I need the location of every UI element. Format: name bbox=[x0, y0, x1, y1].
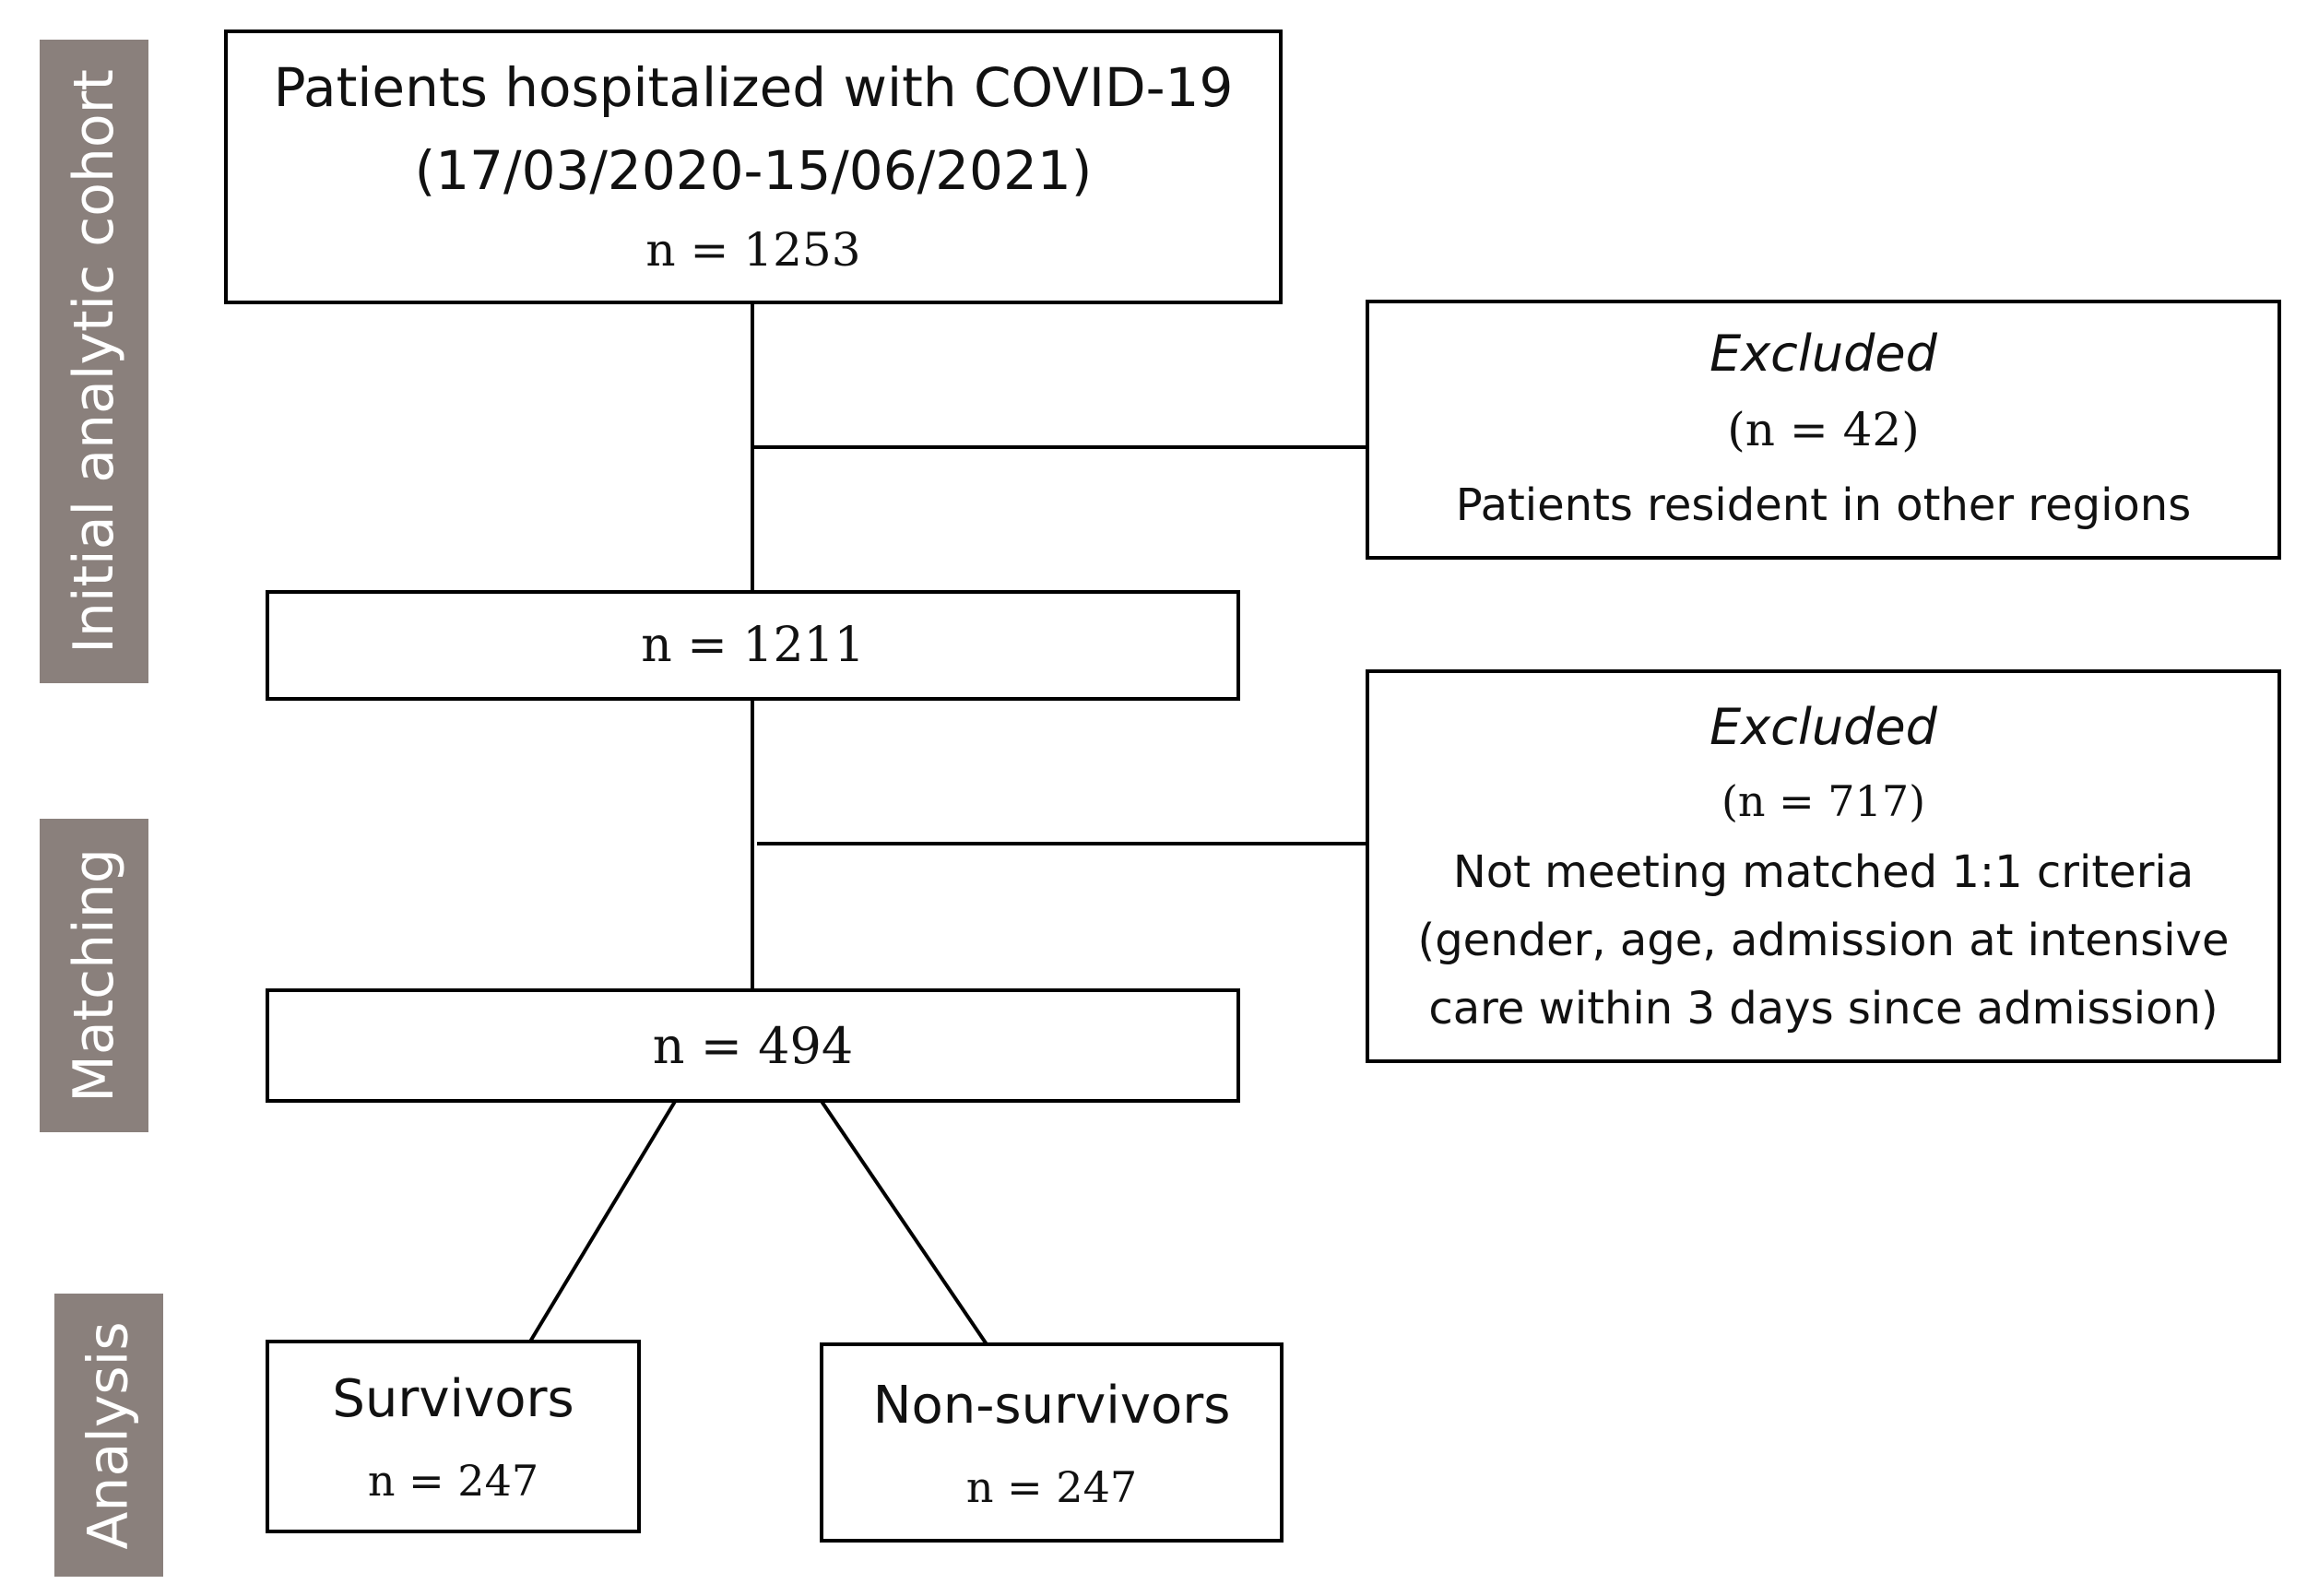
cohort-title-line2: (17/03/2020-15/06/2021) bbox=[414, 139, 1093, 202]
connector-494-to-survivors bbox=[528, 1098, 678, 1343]
box-after-exclusion: n = 1211 bbox=[266, 590, 1240, 701]
excluded-2-reason-line2: (gender, age, admission at intensive bbox=[1417, 914, 2230, 966]
box-survivors: Survivors n = 247 bbox=[266, 1340, 641, 1533]
connector-494-to-non-survivors bbox=[819, 1098, 988, 1346]
excluded-1-reason: Patients resident in other regions bbox=[1455, 479, 2192, 531]
survivors-count: n = 247 bbox=[367, 1456, 539, 1506]
stage-label-initial-cohort: Initial analytic cohort bbox=[40, 40, 148, 683]
box-cohort: Patients hospitalized with COVID-19 (17/… bbox=[224, 30, 1283, 304]
cohort-count: n = 1253 bbox=[645, 223, 861, 277]
after-exclusion-count: n = 1211 bbox=[641, 618, 865, 673]
excluded-2-heading: Excluded bbox=[1710, 697, 1937, 756]
box-non-survivors: Non-survivors n = 247 bbox=[820, 1342, 1284, 1543]
stage-label-analysis: Analysis bbox=[54, 1294, 163, 1577]
stage-label-matching: Matching bbox=[40, 819, 148, 1132]
excluded-2-reason-line1: Not meeting matched 1:1 criteria bbox=[1452, 845, 2195, 898]
box-matched: n = 494 bbox=[266, 988, 1240, 1103]
non-survivors-label: Non-survivors bbox=[872, 1375, 1231, 1436]
excluded-2-count: (n = 717) bbox=[1721, 775, 1926, 826]
box-excluded-1: Excluded (n = 42) Patients resident in o… bbox=[1366, 300, 2281, 560]
excluded-2-reason-line3: care within 3 days since admission) bbox=[1428, 982, 2218, 1034]
excluded-1-count: (n = 42) bbox=[1727, 403, 1920, 456]
survivors-label: Survivors bbox=[332, 1369, 574, 1429]
excluded-1-heading: Excluded bbox=[1710, 325, 1937, 383]
box-excluded-2: Excluded (n = 717) Not meeting matched 1… bbox=[1366, 669, 2281, 1063]
cohort-title-line1: Patients hospitalized with COVID-19 bbox=[273, 56, 1234, 119]
non-survivors-count: n = 247 bbox=[965, 1461, 1138, 1512]
matched-count: n = 494 bbox=[652, 1016, 854, 1075]
